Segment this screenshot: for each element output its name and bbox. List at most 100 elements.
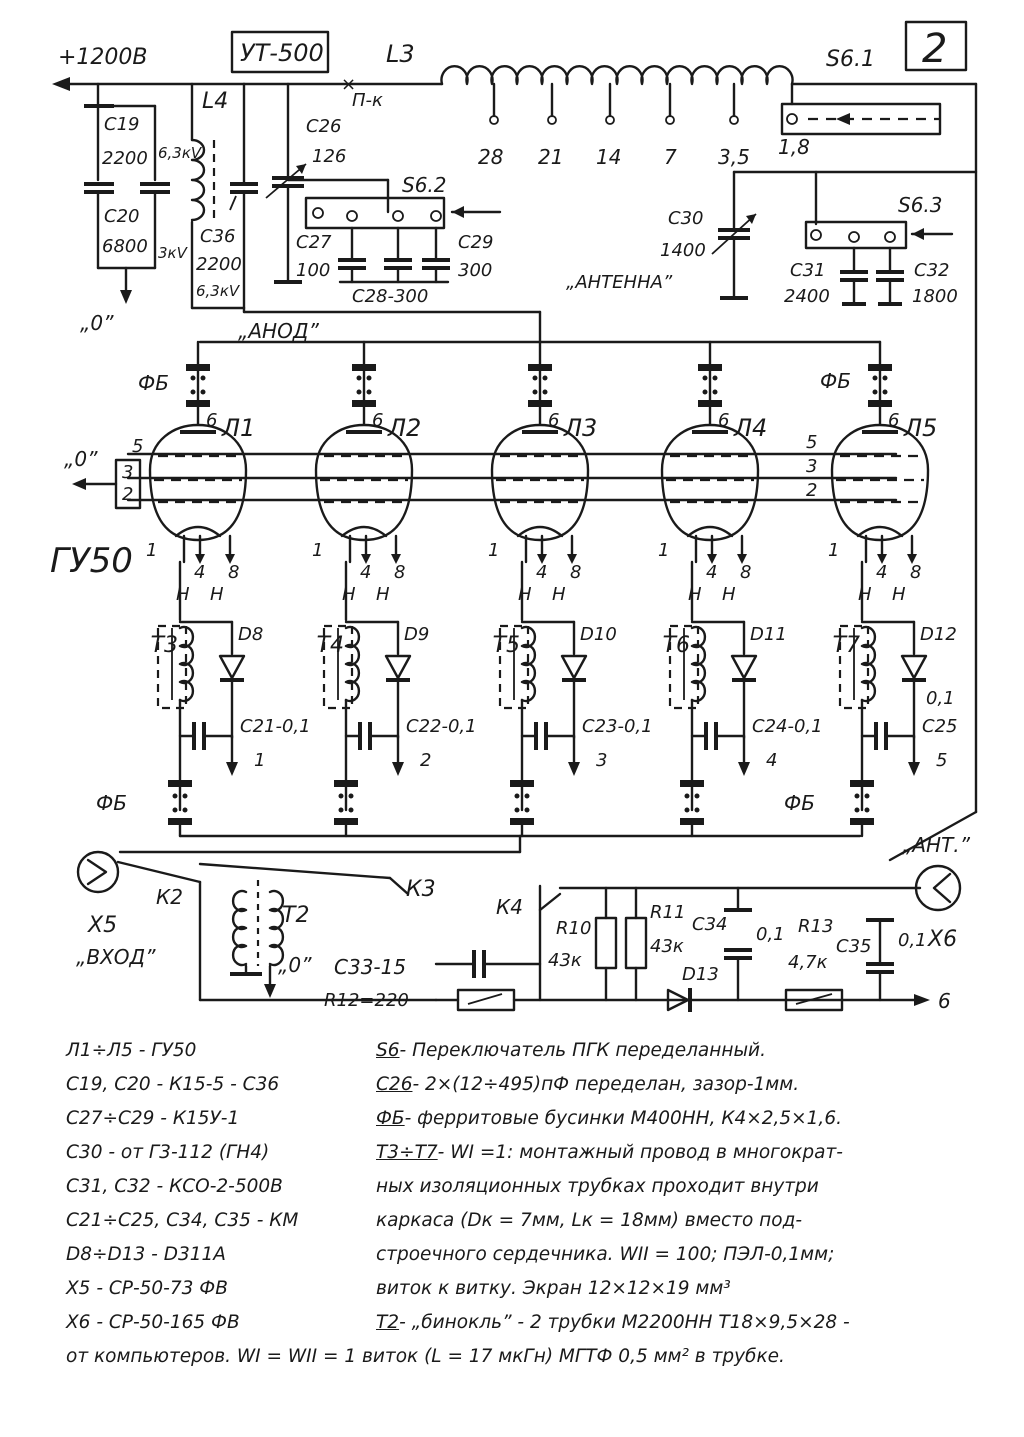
- r10-name: R10: [556, 918, 591, 939]
- fb-bot-dot-5: [854, 807, 860, 813]
- t2-label: Т2: [282, 903, 309, 928]
- tube-envelope-3: [490, 423, 590, 542]
- c32-name: С32: [914, 260, 949, 281]
- pk-cross: ×: [341, 74, 356, 95]
- c36-voltage: 6,3кV: [196, 282, 241, 300]
- x6-label: Х6: [927, 927, 957, 952]
- fb-bot-bead-b-3: [510, 818, 534, 825]
- note-right-7: строечного сердечника. WII = 100; ПЭЛ-0,…: [376, 1244, 835, 1265]
- fb-label-bottom-right: ФБ: [784, 791, 815, 815]
- note-text-t2: - „бинокль” - 2 трубки М2200НН Т18×9,5×2…: [399, 1312, 850, 1333]
- s63-label: S6.3: [898, 193, 943, 217]
- fb-bot-dot-4: [684, 793, 690, 799]
- plate-pin-3: 6: [548, 410, 559, 431]
- fb-top-dot-5: [882, 389, 888, 395]
- heater-label-b-5: Н: [892, 584, 906, 605]
- fb-top-dot-2: [356, 389, 362, 395]
- heater-pin-8-3: 8: [570, 562, 581, 583]
- note-right-5: ных изоляционных трубках проходит внутри: [376, 1176, 819, 1197]
- heater-arrow-8-2: [391, 554, 401, 564]
- fb-bot-bead-b-2: [334, 818, 358, 825]
- fb-bot-bead-a-4: [680, 780, 704, 787]
- note-text-c26: - 2×(12÷495)пФ переделан, зазор-1мм.: [412, 1074, 800, 1095]
- tube-cathode-1: [174, 525, 222, 538]
- note-text-s6: - Переключатель ПГК переделанный.: [399, 1040, 766, 1061]
- grid-5-right: 5: [806, 432, 817, 453]
- fb-top-dot-1: [200, 375, 206, 381]
- tube-cathode-3: [516, 525, 564, 538]
- r11-value: 43к: [650, 936, 684, 957]
- k3-label: К3: [406, 877, 436, 902]
- fb-top-bead-b-1: [186, 400, 210, 407]
- note-right-8: виток к витку. Экран 12×12×19 мм³: [376, 1278, 731, 1299]
- fb-bot-bead-a-5: [850, 780, 874, 787]
- ant-label: „АНТ.”: [902, 833, 971, 857]
- fb-bot-dot-4: [694, 807, 700, 813]
- heater-arrow-4-3: [537, 554, 547, 564]
- fb-bot-bead-b-5: [850, 818, 874, 825]
- note-left-3: С27÷С29 - К15У-1: [66, 1108, 240, 1129]
- note-left-7: D8÷D13 - D311А: [66, 1244, 226, 1265]
- sheet-number-box: [904, 20, 968, 72]
- x5-connector: [76, 850, 120, 894]
- note-text-t3t7: - WI =1: монтажный провод в многократ-: [437, 1142, 843, 1163]
- note-left-2: С19, С20 - К15-5 - С36: [66, 1074, 280, 1095]
- tube-cathode-4: [686, 525, 734, 538]
- out-arrow-5: [908, 762, 920, 776]
- c36-name: С36: [200, 226, 235, 247]
- c20-name: С20: [104, 206, 139, 227]
- heater-label-b-2: Н: [376, 584, 390, 605]
- fb-bot-dot-3: [524, 807, 530, 813]
- c26-name: С26: [306, 116, 341, 137]
- fb-top-bead-a-5: [868, 364, 892, 371]
- fb-top-bead-a-3: [528, 364, 552, 371]
- tube-name-2: Л2: [387, 414, 421, 442]
- diode-4: [730, 654, 758, 680]
- c35-value: 0,1: [898, 930, 927, 951]
- note-right-1: S6- Переключатель ПГК переделанный.: [376, 1040, 996, 1061]
- d13-diode: [666, 988, 690, 1012]
- out-arrow-1: [226, 762, 238, 776]
- fb-bot-bead-b-4: [680, 818, 704, 825]
- fb-top-dot-5: [882, 375, 888, 381]
- fb-top-bead-b-3: [528, 400, 552, 407]
- c29-name: С29: [458, 232, 493, 253]
- note-left-6: С21÷С25, С34, С35 - КМ: [66, 1210, 299, 1231]
- fb-bot-bead-b-1: [168, 818, 192, 825]
- fb-top-dot-2: [356, 375, 362, 381]
- fb-bot-dot-4: [684, 807, 690, 813]
- fb-bot-dot-2: [338, 807, 344, 813]
- fb-bot-dot-2: [348, 793, 354, 799]
- transformer-label-4: Т6: [663, 633, 690, 658]
- fb-bot-dot-5: [854, 793, 860, 799]
- s62-label: S6.2: [402, 173, 447, 197]
- tap-28: 28: [478, 145, 503, 169]
- note-left-4: С30 - от Г3-112 (ГН4): [66, 1142, 270, 1163]
- heater-pin-4-1: 4: [194, 562, 205, 583]
- c19-value: 2200: [102, 148, 148, 169]
- heater-arrow-4-2: [361, 554, 371, 564]
- fb-top-dot-5: [872, 389, 878, 395]
- k4-label: К4: [496, 895, 523, 919]
- output-num-3: 3: [596, 750, 607, 771]
- vhod-label: „ВХОД”: [76, 945, 156, 969]
- t-coil-4: [690, 625, 707, 703]
- notes-block: Л1÷Л5 - ГУ50 С19, С20 - К15-5 - С36 С27÷…: [66, 1040, 996, 1400]
- fb-top-dot-4: [712, 389, 718, 395]
- cap-label-4: С24-0,1: [752, 716, 823, 737]
- cap-label-1: С21-0,1: [240, 716, 311, 737]
- heater-arrow-8-5: [907, 554, 917, 564]
- antenna-label: „АНТЕННА”: [566, 272, 673, 293]
- hv-label: +1200В: [58, 45, 148, 70]
- heater-label-a-5: Н: [858, 584, 872, 605]
- c26-value: 126: [312, 146, 346, 167]
- tube-name-5: Л5: [903, 414, 937, 442]
- c34-name: С34: [692, 914, 727, 935]
- c27-name: С27: [296, 232, 332, 253]
- fb-top-dot-3: [542, 389, 548, 395]
- fb-top-bead-a-1: [186, 364, 210, 371]
- tube-name-1: Л1: [221, 414, 255, 442]
- s63-switch: [804, 220, 908, 250]
- r13-name: R13: [798, 916, 833, 937]
